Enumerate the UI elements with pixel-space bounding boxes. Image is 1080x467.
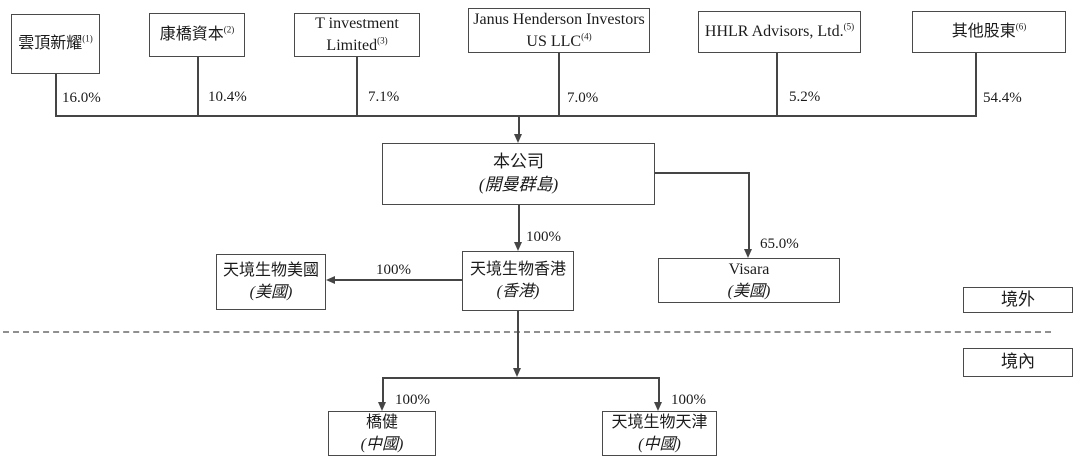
arrowhead-down-icon bbox=[378, 402, 386, 411]
subsidiary-name: 天境生物美國 bbox=[222, 262, 319, 280]
shareholder-name: T investment Limited bbox=[315, 15, 399, 54]
connector-stem-others bbox=[975, 53, 977, 117]
arrowhead-down-icon bbox=[514, 134, 522, 143]
subsidiary-name: Visara bbox=[728, 260, 770, 278]
ownership-percent-us: 100% bbox=[376, 262, 411, 278]
arrowhead-down-icon bbox=[513, 368, 521, 377]
box-other-shareholders: 其他股東(6) bbox=[912, 11, 1066, 53]
subsidiary-name: 橋健 bbox=[365, 413, 398, 431]
ownership-percent-hk: 100% bbox=[526, 229, 561, 245]
region-label: 境外 bbox=[1001, 289, 1035, 309]
connector-branch-tianjin bbox=[658, 378, 660, 403]
box-imab-us: 天境生物美國 (美國) bbox=[216, 254, 326, 310]
connector-stem-janus bbox=[558, 53, 560, 117]
box-visara: Visara (美國) bbox=[658, 258, 840, 303]
connector-stem-kangqiao bbox=[197, 57, 199, 117]
connector-bus-line bbox=[55, 115, 976, 117]
connector-hk-down bbox=[517, 311, 519, 369]
connector-stem-yunding bbox=[55, 74, 57, 117]
ownership-percent-kangqiao: 10.4% bbox=[208, 89, 247, 105]
offshore-onshore-divider bbox=[3, 331, 1051, 333]
label-onshore: 境內 bbox=[963, 348, 1073, 377]
footnote-marker: (4) bbox=[581, 31, 592, 42]
connector-bus-to-company bbox=[518, 116, 520, 136]
connector-stem-hhlr bbox=[776, 53, 778, 117]
box-kangqiao-capital: 康橋資本(2) bbox=[149, 13, 245, 57]
ownership-percent-janus: 7.0% bbox=[567, 90, 599, 106]
footnote-marker: (6) bbox=[1015, 21, 1027, 32]
ownership-percent-yunding: 16.0% bbox=[62, 90, 101, 106]
subsidiary-location: (中國) bbox=[638, 435, 681, 453]
connector-stem-t-investment bbox=[356, 57, 358, 117]
box-hhlr-advisors: HHLR Advisors, Ltd.(5) bbox=[698, 11, 861, 53]
box-yunding-xinyao: 雲頂新耀(1) bbox=[11, 14, 100, 74]
connector-company-to-visara-h bbox=[655, 172, 750, 174]
shareholder-name: Janus Henderson Investors US LLC bbox=[473, 10, 645, 50]
subsidiary-location: (美國) bbox=[249, 284, 293, 301]
ownership-percent-t-investment: 7.1% bbox=[368, 89, 400, 105]
arrowhead-left-icon bbox=[326, 276, 335, 284]
footnote-marker: (1) bbox=[82, 33, 93, 44]
footnote-marker: (2) bbox=[223, 24, 235, 35]
ownership-percent-visara: 65.0% bbox=[760, 236, 799, 252]
box-qiaojian: 橋健 (中國) bbox=[328, 411, 436, 456]
connector-company-to-hk bbox=[518, 205, 520, 243]
ownership-percent-qiaojian: 100% bbox=[395, 392, 430, 408]
shareholder-name: 其他股東 bbox=[951, 23, 1016, 41]
footnote-marker: (3) bbox=[377, 35, 388, 46]
arrowhead-down-icon bbox=[744, 249, 752, 258]
arrowhead-down-icon bbox=[654, 402, 662, 411]
subsidiary-location: (香港) bbox=[496, 283, 540, 300]
subsidiary-location: (美國) bbox=[727, 282, 771, 300]
box-janus-henderson: Janus Henderson Investors US LLC(4) bbox=[468, 8, 650, 53]
shareholder-name: 康橋資本 bbox=[159, 26, 224, 44]
label-offshore: 境外 bbox=[963, 287, 1073, 313]
box-company: 本公司 (開曼群島) bbox=[382, 143, 655, 205]
connector-hk-to-us bbox=[334, 279, 462, 281]
ownership-percent-others: 54.4% bbox=[983, 90, 1022, 106]
box-t-investment: T investment Limited(3) bbox=[294, 13, 420, 57]
company-location: (開曼群島) bbox=[478, 175, 559, 194]
connector-company-to-visara-v bbox=[748, 173, 750, 250]
shareholder-name: HHLR Advisors, Ltd. bbox=[704, 23, 844, 41]
subsidiary-name: 天境生物天津 bbox=[611, 413, 708, 431]
box-imab-hongkong: 天境生物香港 (香港) bbox=[462, 251, 574, 311]
arrowhead-down-icon bbox=[514, 242, 522, 251]
ownership-percent-hhlr: 5.2% bbox=[789, 89, 821, 105]
ownership-percent-tianjin: 100% bbox=[671, 392, 706, 408]
region-label: 境內 bbox=[1001, 352, 1035, 372]
connector-distribution-line bbox=[382, 377, 660, 379]
box-imab-tianjin: 天境生物天津 (中國) bbox=[602, 411, 717, 456]
shareholder-name: 雲頂新耀 bbox=[18, 35, 83, 53]
company-name: 本公司 bbox=[492, 152, 544, 172]
subsidiary-name: 天境生物香港 bbox=[469, 261, 566, 279]
footnote-marker: (5) bbox=[843, 21, 855, 32]
subsidiary-location: (中國) bbox=[360, 435, 404, 453]
connector-branch-qiaojian bbox=[382, 378, 384, 403]
